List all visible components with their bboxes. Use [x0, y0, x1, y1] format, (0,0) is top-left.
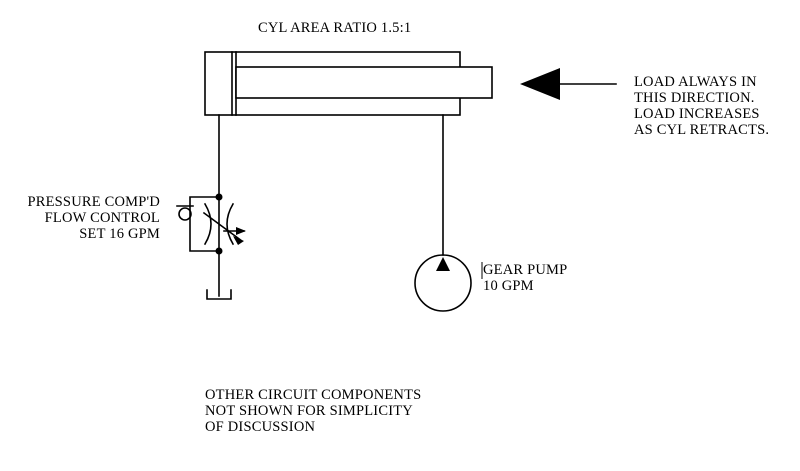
load-note-line: LOAD INCREASES	[634, 106, 760, 122]
bypass-line	[189, 196, 220, 252]
load-arrowhead	[520, 68, 560, 100]
footer-note-line: NOT SHOWN FOR SIMPLICITY	[205, 403, 413, 419]
flow-control-label: PRESSURE COMP'D FLOW CONTROL SET 16 GPM	[27, 194, 160, 242]
gear-pump-label: GEAR PUMP 10 GPM	[483, 262, 567, 294]
junction-dot-bottom	[215, 247, 223, 255]
load-note-line: THIS DIRECTION.	[634, 90, 755, 106]
check-valve-ball	[178, 207, 192, 221]
gear-pump	[414, 254, 472, 312]
adjust-arrowhead	[233, 236, 244, 245]
diagram-title: CYL AREA RATIO 1.5:1	[258, 20, 412, 36]
load-direction-note: LOAD ALWAYS IN THIS DIRECTION. LOAD INCR…	[634, 74, 769, 138]
footer-note-line: OF DISCUSSION	[205, 419, 316, 435]
tank-icon	[206, 289, 232, 300]
orifice-right-arc	[226, 202, 235, 246]
load-note-line: AS CYL RETRACTS.	[634, 122, 770, 138]
gear-pump-label-line: GEAR PUMP	[483, 262, 568, 278]
footer-note-line: OTHER CIRCUIT COMPONENTS	[205, 387, 422, 403]
footer-note: OTHER CIRCUIT COMPONENTS NOT SHOWN FOR S…	[205, 387, 421, 435]
flow-control-label-line: PRESSURE COMP'D	[27, 194, 160, 210]
pump-body	[414, 254, 472, 312]
flow-control-label-line: FLOW CONTROL	[44, 210, 160, 226]
flow-control-label-line: SET 16 GPM	[79, 226, 160, 242]
junction-dot-top	[215, 193, 223, 201]
gear-pump-label-line: 10 GPM	[483, 278, 534, 294]
load-note-line: LOAD ALWAYS IN	[634, 74, 757, 90]
piston-rod	[235, 66, 493, 99]
flow-control-assembly	[176, 196, 245, 252]
pump-flow-arrow	[436, 257, 450, 271]
hydraulic-cylinder	[204, 51, 493, 116]
adjust-arrow-line	[202, 211, 244, 243]
compensator-arrowhead	[236, 227, 246, 235]
orifice-left-arc	[203, 202, 212, 246]
